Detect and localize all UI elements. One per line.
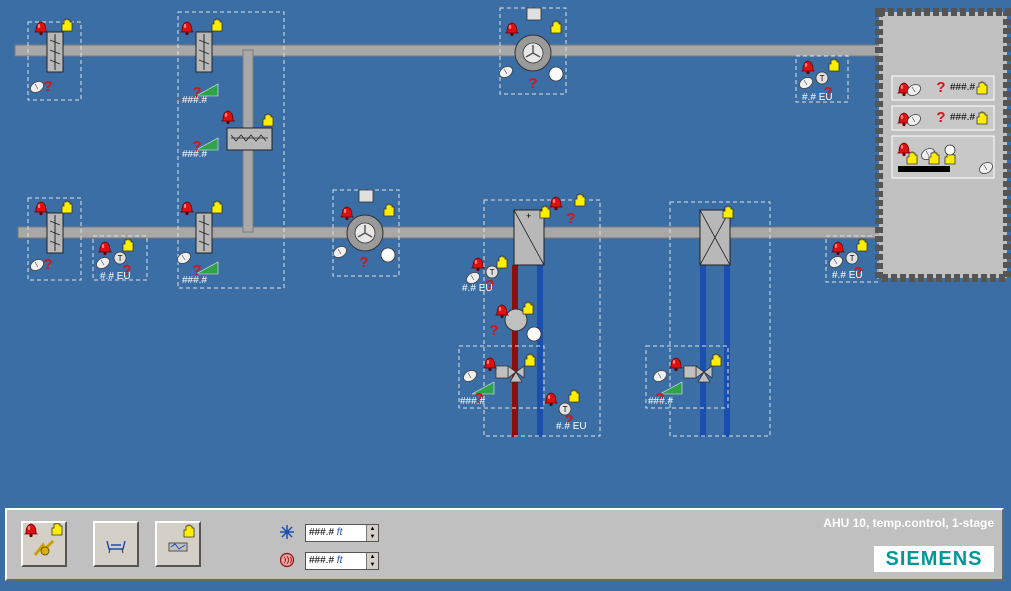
alarm-bell-icon	[549, 196, 563, 211]
manual-override-hand-icon	[496, 255, 508, 269]
alarm-overview-icon	[24, 522, 63, 556]
bottom-control-panel: ###.# ft ▲▼ ###.# ft ▲▼ AHU 10, temp.con…	[5, 508, 1004, 581]
frost-setpoint-spinner[interactable]: ▲▼	[366, 525, 378, 541]
supply-temp-value: #.# EU	[832, 270, 863, 281]
manual-override-hand-icon	[122, 238, 134, 252]
frost-setpoint-field[interactable]: ###.# ft ▲▼	[305, 524, 379, 542]
mouse-click-icon	[827, 253, 845, 271]
alarm-bell-icon	[669, 357, 683, 372]
manual-override-hand-icon	[550, 20, 562, 34]
unknown-status-icon	[528, 75, 538, 92]
mouse-click-icon	[797, 74, 815, 92]
cooler-valve-value: ###.#	[648, 396, 674, 407]
unknown-status-icon	[43, 78, 53, 95]
outdoor-air-damper-upper[interactable]	[28, 18, 73, 96]
heater-valve[interactable]	[461, 353, 536, 407]
control-cabinet	[875, 8, 1011, 282]
frost-icon	[280, 525, 294, 539]
heater-return-pipe	[537, 265, 543, 437]
alarm-bell-icon	[471, 257, 485, 272]
mouse-click-icon	[331, 243, 349, 261]
unknown-status-icon	[566, 210, 576, 227]
cooler-flow-pipe	[700, 265, 706, 437]
alarm-bell-icon	[34, 201, 48, 216]
mouse-click-icon	[94, 254, 112, 272]
alarm-bell-icon	[98, 241, 112, 256]
return-water-temp-value: #.# EU	[556, 421, 587, 432]
heat-recovery-value: ###.#	[182, 149, 208, 160]
svg-text:+: +	[526, 211, 531, 221]
manual-override-hand-icon	[61, 18, 73, 32]
heating-setpoint-spinner[interactable]: ▲▼	[366, 553, 378, 569]
cabinet-row2-value: ###.#	[950, 112, 976, 123]
mouse-click-icon	[461, 367, 479, 385]
upper-duct	[14, 44, 884, 57]
manual-override-hand-icon	[61, 200, 73, 214]
alarm-bell-icon	[801, 60, 815, 75]
heater-temp-value: #.# EU	[462, 283, 493, 294]
alarm-acknowledge-button[interactable]	[21, 521, 67, 567]
manual-override-hand-icon	[856, 238, 868, 252]
cooler-return-pipe	[724, 265, 730, 437]
heating-setpoint-field[interactable]: ###.# ft ▲▼	[305, 552, 379, 570]
manual-override-hand-icon	[522, 301, 534, 315]
mixing-damper-lower[interactable]	[175, 200, 223, 279]
heater-valve-value: ###.#	[460, 396, 486, 407]
manual-override-hand-icon	[568, 389, 580, 403]
manual-override-hand-icon	[262, 113, 274, 127]
ducts	[14, 44, 884, 239]
group-frames	[27, 7, 879, 437]
manual-override-hand-icon	[539, 205, 551, 219]
alarm-bell-icon	[544, 392, 558, 407]
cooler-valve[interactable]	[651, 353, 722, 407]
heater-flow-pipe	[512, 265, 518, 437]
mouse-click-icon	[651, 367, 669, 385]
manual-override-hand-icon	[722, 205, 734, 219]
manual-override-hand-icon	[211, 200, 223, 214]
manual-override-hand-icon	[574, 193, 586, 207]
heater-pump[interactable]	[489, 301, 542, 342]
heating-coil[interactable]: +	[513, 193, 586, 266]
heat-recovery-unit[interactable]	[192, 110, 274, 155]
alarm-bell-icon	[221, 110, 235, 125]
cabinet-row1-value: ###.#	[950, 82, 976, 93]
manual-override-hand-icon	[383, 203, 395, 217]
alarm-bell-icon	[180, 21, 194, 36]
alarm-bell-icon	[483, 357, 497, 372]
manual-override-hand-icon	[524, 353, 536, 367]
unknown-status-icon	[359, 254, 369, 271]
extract-temp-value: #.# EU	[802, 92, 833, 103]
cooling-coil[interactable]	[699, 205, 734, 266]
manual-override-hand-icon	[710, 353, 722, 367]
siemens-logo: SIEMENS	[874, 546, 994, 572]
alarm-bell-icon	[34, 21, 48, 36]
outdoor-temp-value: #.# EU	[100, 271, 131, 282]
alarm-bell-icon	[831, 241, 845, 256]
supply-fan[interactable]	[331, 189, 396, 271]
manual-override-hand-icon	[211, 18, 223, 32]
plant-view-button[interactable]	[93, 521, 139, 567]
water-pipes	[512, 265, 730, 437]
trend-view-button[interactable]	[155, 521, 201, 567]
alarm-bell-icon	[505, 22, 519, 37]
temperature-sensor-icon	[845, 251, 859, 265]
exhaust-fan[interactable]	[497, 7, 564, 92]
trend-view-icon	[168, 524, 195, 552]
heating-icon	[279, 552, 295, 568]
plant-title: AHU 10, temp.control, 1-stage	[823, 516, 994, 530]
unknown-status-icon	[43, 256, 53, 273]
alarm-bell-icon	[340, 206, 354, 221]
mixing-damper-lower-value: ###.#	[182, 275, 208, 286]
plant-view-icon	[106, 540, 126, 554]
temperature-sensor-icon	[815, 71, 829, 85]
alarm-bell-icon	[180, 201, 194, 216]
mixing-damper-upper[interactable]	[180, 18, 223, 101]
mixing-damper-upper-value: ###.#	[182, 95, 208, 106]
manual-override-hand-icon	[828, 58, 840, 72]
unknown-status-icon	[489, 322, 499, 339]
lower-duct	[17, 226, 881, 239]
